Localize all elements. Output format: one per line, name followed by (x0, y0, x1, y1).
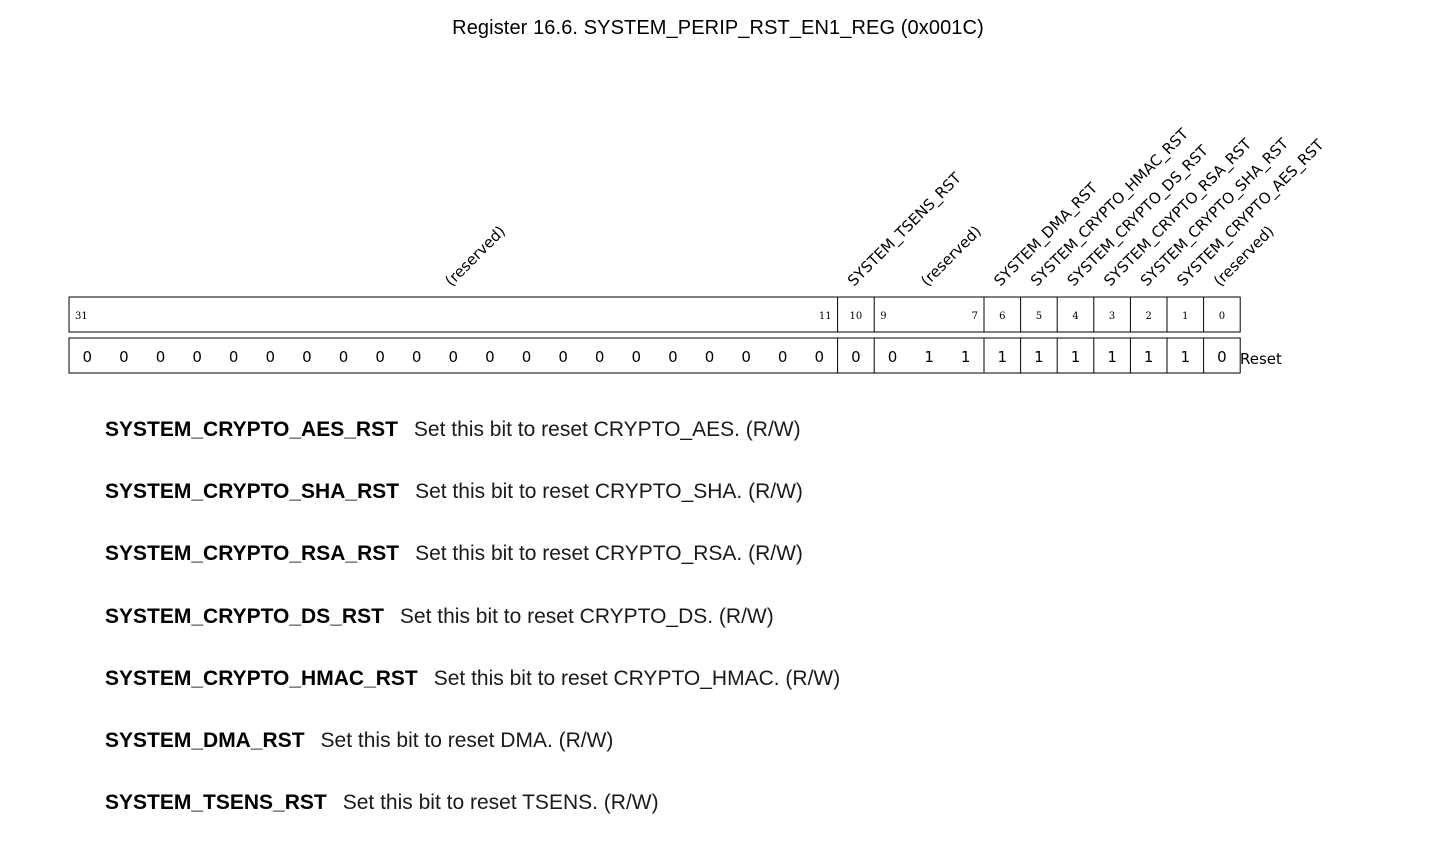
field-description: Set this bit to reset TSENS. (R/W) (342, 791, 659, 814)
reset-bit-value: 0 (888, 348, 898, 366)
bit-number: 10 (850, 311, 863, 322)
field-description: Set this bit to reset DMA. (R/W) (320, 729, 614, 752)
bit-number: 7 (972, 311, 978, 322)
description-crypto-rsa-rst: SYSTEM_CRYPTO_RSA_RST Set this bit to res… (105, 542, 803, 566)
reset-value-row: 0 0 0 0 0 0 0 0 0 0 0 0 0 0 0 0 0 0 0 0 0 0 0 1 1 1 1 1 1 1 1 0 (83, 348, 1227, 366)
bit-number-box (68, 296, 1241, 333)
reset-bit-value: 0 (522, 348, 532, 366)
field-description: Set this bit to reset CRYPTO_AES. (R/W) (413, 418, 801, 441)
reset-bit-value: 0 (83, 348, 93, 366)
description-crypto-ds-rst: SYSTEM_CRYPTO_DS_RST Set this bit to rese… (105, 605, 774, 629)
reset-bit-value: 1 (924, 348, 934, 366)
description-crypto-aes-rst: SYSTEM_CRYPTO_AES_RST Set this bit to res… (105, 418, 801, 442)
field-labels: (reserved)SYSTEM_TSENS_RST(reserved)SYST… (441, 124, 1328, 290)
field-label-reserved: (reserved) (917, 222, 985, 290)
reset-bit-value: 0 (266, 348, 276, 366)
reset-bit-value: 0 (485, 348, 495, 366)
bit-number: 9 (880, 311, 886, 322)
reset-bit-value: 0 (375, 348, 385, 366)
reset-bit-value: 0 (632, 348, 642, 366)
reset-bit-value: 0 (302, 348, 312, 366)
reset-bit-value: 1 (1181, 348, 1191, 366)
field-description: Set this bit to reset CRYPTO_SHA. (R/W) (415, 480, 803, 503)
bit-number: 31 (75, 311, 88, 322)
field-name: SYSTEM_CRYPTO_RSA_RST (105, 542, 400, 565)
bit-number: 5 (1036, 311, 1042, 322)
field-label-system-tsens-rst: SYSTEM_TSENS_RST (844, 168, 966, 290)
bit-grid (68, 296, 1241, 374)
reset-bit-value: 0 (815, 348, 825, 366)
reset-bit-value: 0 (595, 348, 605, 366)
reset-bit-value: 0 (705, 348, 715, 366)
field-name: SYSTEM_CRYPTO_DS_RST (105, 605, 384, 628)
bit-number: 4 (1072, 311, 1078, 322)
reset-value-box (68, 337, 1241, 374)
field-description: Set this bit to reset CRYPTO_DS. (R/W) (399, 605, 774, 628)
bit-number: 6 (999, 311, 1005, 322)
field-label-reserved: (reserved) (441, 222, 509, 290)
register-bitfield-diagram: (reserved)SYSTEM_TSENS_RST(reserved)SYST… (68, 124, 1329, 374)
description-dma-rst: SYSTEM_DMA_RST Set this bit to reset DMA.… (105, 729, 613, 753)
description-crypto-sha-rst: SYSTEM_CRYPTO_SHA_RST Set this bit to res… (105, 480, 803, 504)
reset-bit-value: 0 (192, 348, 202, 366)
reset-bit-value: 0 (229, 348, 239, 366)
reset-bit-value: 1 (1107, 348, 1117, 366)
reset-bit-value: 0 (449, 348, 459, 366)
reset-bit-value: 1 (1144, 348, 1154, 366)
field-description: Set this bit to reset CRYPTO_HMAC. (R/W) (433, 667, 841, 690)
description-tsens-rst: SYSTEM_TSENS_RST Set this bit to reset TS… (105, 791, 659, 815)
field-name: SYSTEM_CRYPTO_AES_RST (105, 418, 398, 441)
field-name: SYSTEM_CRYPTO_HMAC_RST (105, 667, 418, 690)
field-name: SYSTEM_DMA_RST (105, 729, 305, 752)
reset-bit-value: 1 (1071, 348, 1081, 366)
reset-bit-value: 0 (412, 348, 422, 366)
description-crypto-hmac-rst: SYSTEM_CRYPTO_HMAC_RST Set this bit to re… (105, 667, 840, 691)
bit-number: 11 (819, 311, 832, 322)
reset-bit-value: 1 (961, 348, 971, 366)
field-description: Set this bit to reset CRYPTO_RSA. (R/W) (415, 542, 803, 565)
field-name: SYSTEM_TSENS_RST (105, 791, 327, 814)
reset-bit-value: 0 (741, 348, 751, 366)
reset-bit-value: 0 (119, 348, 129, 366)
reset-bit-value: 0 (851, 348, 861, 366)
field-name: SYSTEM_CRYPTO_SHA_RST (105, 480, 400, 503)
reset-bit-value: 0 (558, 348, 568, 366)
reset-bit-value: 0 (156, 348, 166, 366)
register-title: Register 16.6. SYSTEM_PERIP_RST_EN1_REG … (452, 17, 984, 39)
reset-bit-value: 0 (668, 348, 678, 366)
reset-label: Reset (1240, 350, 1282, 368)
bit-number: 2 (1146, 311, 1152, 322)
reset-bit-value: 0 (1217, 348, 1227, 366)
bit-number: 1 (1182, 311, 1188, 322)
bit-number: 0 (1219, 311, 1225, 322)
reset-bit-value: 1 (998, 348, 1008, 366)
reset-bit-value: 0 (339, 348, 349, 366)
bit-number: 3 (1109, 311, 1115, 322)
reset-bit-value: 1 (1034, 348, 1044, 366)
reset-bit-value: 0 (778, 348, 788, 366)
